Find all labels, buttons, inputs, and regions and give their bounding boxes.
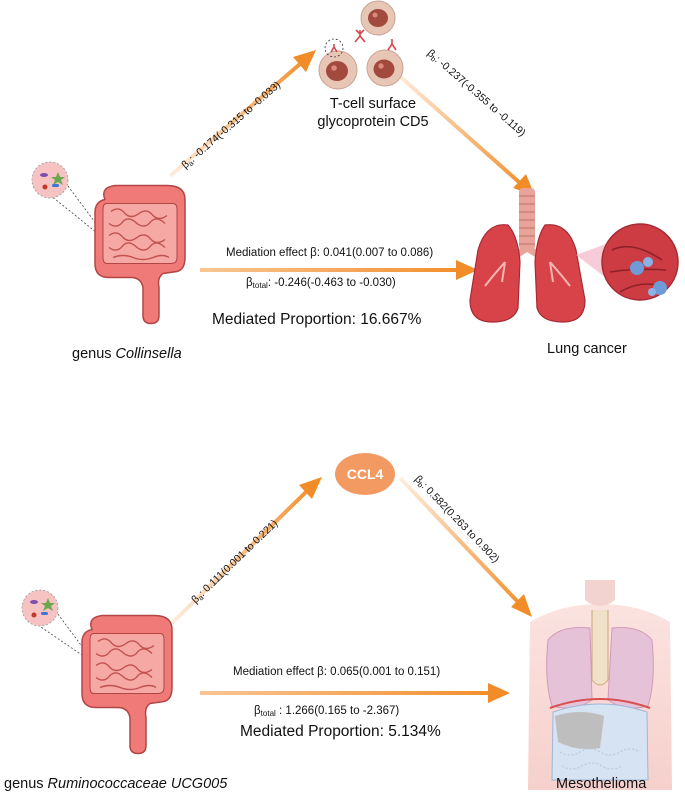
mediator-label-1-line1: T-cell surface — [329, 96, 417, 112]
outcome-label-2: Mesothelioma — [556, 776, 647, 792]
t-cell-left — [318, 50, 358, 90]
ccl4-node: CCL4 — [335, 453, 395, 495]
mediated-proportion-label-1: Mediated Proportion: 16.667% — [212, 311, 422, 328]
arrow-total-effect-1 — [200, 260, 478, 280]
t-cell-top — [360, 0, 396, 36]
mediator-label-1: T-cell surface glycoprotein CD5 — [313, 95, 433, 131]
mediation-effect-label-1: Mediation effect β: 0.041(0.007 to 0.086… — [226, 247, 434, 259]
lungs-icon — [469, 188, 679, 323]
t-cell-right — [366, 49, 404, 87]
mediator-label-1-line2: glycoprotein CD5 — [317, 114, 429, 130]
exposure-label-2: genus Ruminococcaceae UCG005 — [4, 776, 228, 792]
microbe-inset-1 — [31, 161, 113, 246]
arrow-total-effect-2 — [200, 683, 510, 703]
intestine-icon-2 — [81, 614, 173, 755]
intestine-icon-1 — [94, 184, 186, 325]
outcome-label-1: Lung cancer — [547, 341, 627, 357]
arrow-mediator-to-outcome-2 — [398, 476, 532, 617]
total-effect-label-1: βtotal: -0.246(-0.463 to -0.030) — [246, 277, 396, 290]
torso-icon — [528, 580, 672, 790]
mediated-proportion-label-2: Mediated Proportion: 5.134% — [240, 723, 441, 740]
exposure-label-1: genus Collinsella — [72, 346, 182, 362]
arrow-exposure-to-mediator-1 — [168, 50, 316, 178]
arrow-exposure-to-mediator-2 — [170, 477, 322, 625]
mediation-effect-label-2: Mediation effect β: 0.065(0.001 to 0.151… — [233, 666, 441, 678]
total-effect-label-2: βtotal : 1.266(0.165 to -2.367) — [254, 705, 400, 718]
t-cells-icon — [318, 0, 404, 90]
